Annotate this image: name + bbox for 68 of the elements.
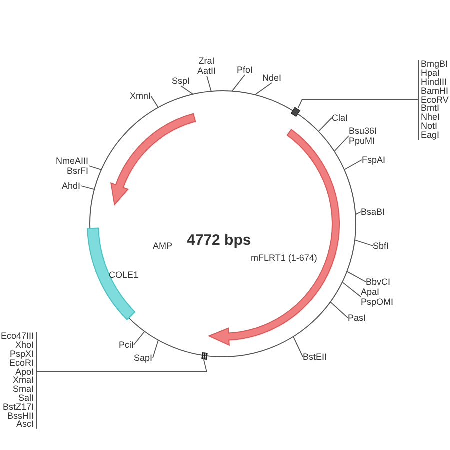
leader-line xyxy=(36,359,208,372)
enzyme-label: EagI xyxy=(421,130,441,140)
leader-line xyxy=(206,76,212,92)
enzyme-label: PasI xyxy=(348,313,366,323)
site-list-bracket xyxy=(1,332,38,430)
size-label: 4772 bps xyxy=(187,232,252,248)
leader-line xyxy=(330,302,348,318)
enzyme-label: EcoRI xyxy=(8,358,34,368)
leader-line xyxy=(318,118,332,132)
enzyme-label: XhoI xyxy=(14,341,34,350)
leader-line xyxy=(232,74,246,92)
enzyme-label: XmaI xyxy=(12,376,34,386)
enzyme-label: BbvCI xyxy=(366,277,391,287)
enzyme-label: PciI xyxy=(119,340,134,350)
leader-line xyxy=(152,340,159,358)
enzyme-label: XmnI xyxy=(130,91,152,101)
leader-line xyxy=(342,282,362,298)
feature-label: AMP xyxy=(153,241,173,251)
enzyme-label: EcoRV xyxy=(421,96,449,104)
leader-line xyxy=(134,331,146,346)
leader-line xyxy=(150,96,159,108)
enzyme-label: ZraI xyxy=(198,56,216,66)
enzyme-label: PspOMI xyxy=(361,297,394,307)
enzyme-label: PspXI xyxy=(9,350,34,359)
feature-label: COLE1 xyxy=(109,270,139,280)
enzyme-label: BssHII xyxy=(6,412,34,420)
enzyme-label: BmgBI xyxy=(421,60,449,70)
leader-line xyxy=(355,212,362,216)
site-list-bracket xyxy=(418,60,449,140)
enzyme-label: SalI xyxy=(18,394,34,403)
enzyme-label: BamHI xyxy=(421,86,449,96)
enzyme-label: Eco47III xyxy=(1,332,34,342)
enzyme-label: ApaI xyxy=(361,287,381,297)
enzyme-label: SmaI xyxy=(12,385,34,394)
enzyme-label: SspI xyxy=(172,76,190,86)
leader-line xyxy=(293,336,304,358)
leader-line xyxy=(334,136,350,152)
enzyme-label: SbfI xyxy=(373,241,390,251)
enzyme-label: Bsu36I xyxy=(349,126,378,136)
enzyme-label: FspAI xyxy=(362,155,386,165)
leader-line xyxy=(344,160,362,170)
leader-line xyxy=(180,86,194,95)
enzyme-label: HindIII xyxy=(421,78,448,87)
enzyme-label: BstZ17I xyxy=(2,402,34,412)
leader-line xyxy=(88,166,102,170)
enzyme-label: BmtI xyxy=(421,104,440,114)
enzyme-label: NotI xyxy=(421,122,439,131)
enzyme-label: ApoI xyxy=(16,368,34,376)
enzyme-label: PpuMI xyxy=(349,136,376,146)
enzyme-label: HpaI xyxy=(421,69,440,78)
leader-line xyxy=(298,100,418,109)
enzyme-label: AhdI xyxy=(62,181,81,191)
feature-label: mFLRT1 (1-674) xyxy=(251,253,318,263)
enzyme-label: NheI xyxy=(421,113,442,122)
leader-line xyxy=(346,271,366,282)
enzyme-label: NmeAIII xyxy=(56,156,89,166)
enzyme-label: BsrFI xyxy=(66,166,89,176)
enzyme-label: NdeI xyxy=(262,73,282,83)
leader-line xyxy=(254,82,272,96)
enzyme-label: ClaI xyxy=(332,113,348,123)
enzyme-label: AatII xyxy=(198,66,216,76)
leader-line xyxy=(354,240,374,246)
enzyme-label: PfoI xyxy=(237,65,254,75)
enzyme-label: SapI xyxy=(134,353,153,363)
enzyme-label: BstEII xyxy=(303,352,328,362)
enzyme-label: BsaBI xyxy=(361,207,386,217)
enzyme-label: AscI xyxy=(16,420,34,430)
leader-line xyxy=(80,186,95,190)
